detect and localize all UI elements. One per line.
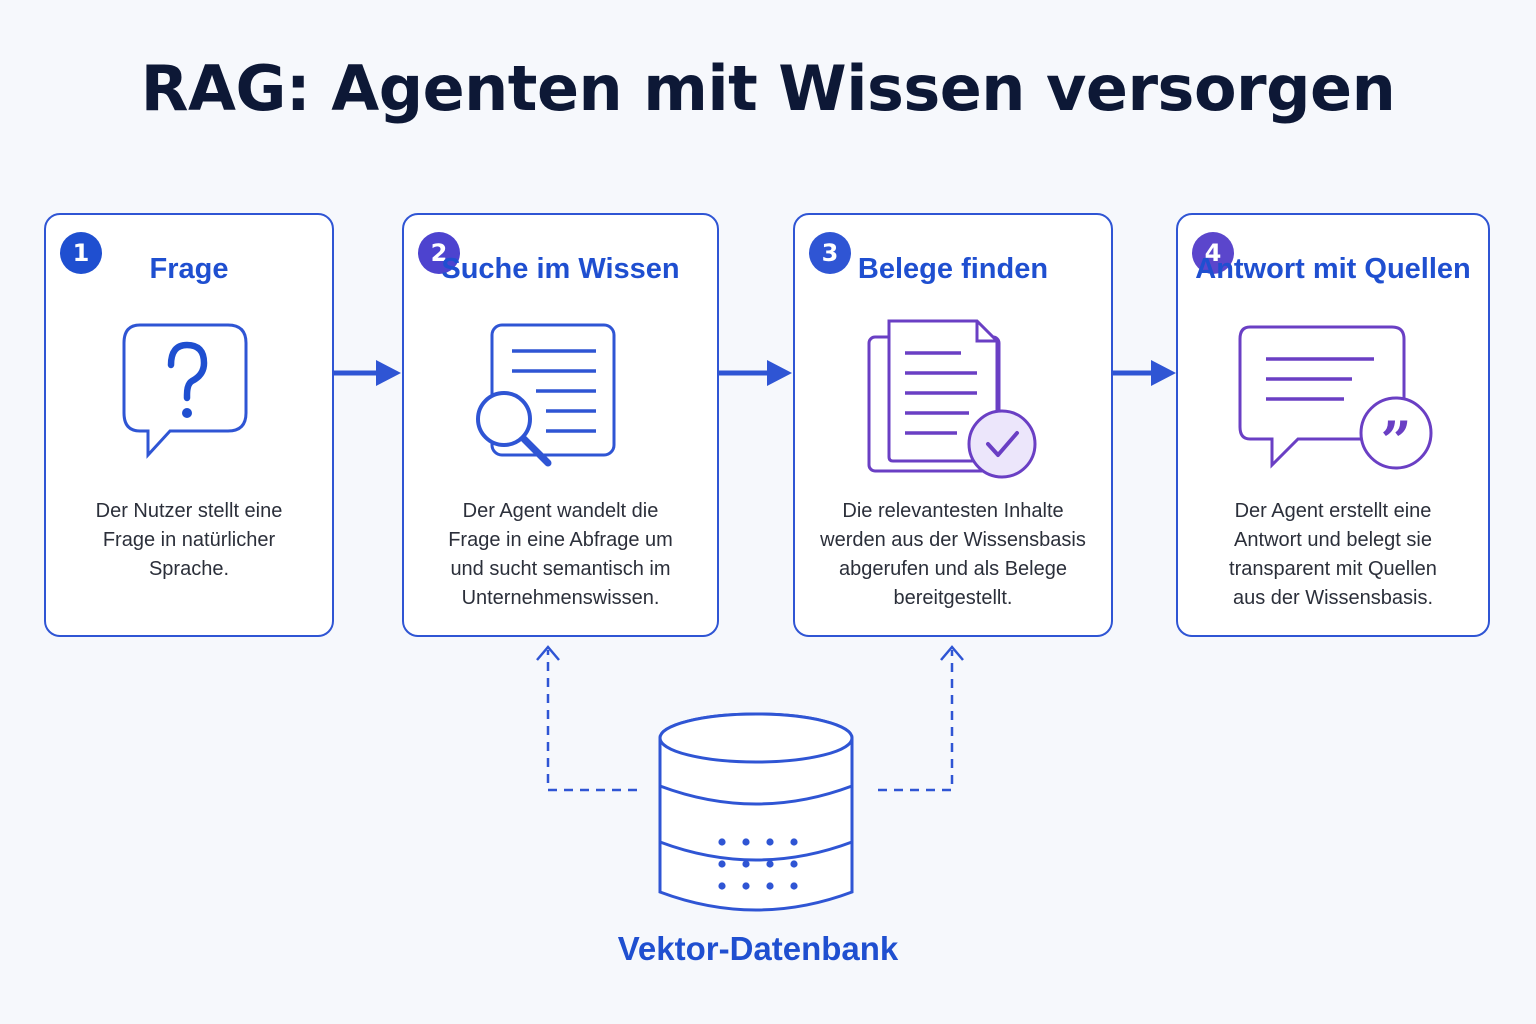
step-description: Der Agent erstellt eine Antwort und bele…	[1229, 500, 1437, 609]
step-description: Der Nutzer stellt eine Frage in natürlic…	[95, 500, 283, 580]
step-title: Antwort mit Quellen	[1195, 253, 1471, 285]
step-title: Belege finden	[857, 253, 1049, 285]
step-number-badge: 4	[1192, 232, 1234, 274]
step-card-antwort-mit-quellen: 4 Antwort mit Quellen ” Der Agent erstel…	[1176, 213, 1490, 637]
step-number-badge: 1	[60, 232, 102, 274]
svg-text:”: ”	[1380, 409, 1411, 473]
document-search-icon	[476, 323, 616, 467]
database-label: Vektor-Datenbank	[617, 930, 899, 967]
step-description: Die relevantesten Inhalte werden aus der…	[820, 500, 1086, 609]
step-card-suche-im-wissen: 2 Suche im Wissen Der Agent wandelt die …	[402, 213, 719, 637]
step-description: Der Agent wandelt die Frage in eine Abfr…	[448, 500, 673, 609]
dashed-connector-db-to-search	[536, 645, 637, 792]
flow-arrow-3-4	[1113, 360, 1176, 386]
documents-check-icon	[867, 319, 1037, 479]
step-number-badge: 3	[809, 232, 851, 274]
database-icon	[658, 712, 854, 912]
page-title: RAG: Agenten mit Wissen versorgen	[140, 52, 1396, 125]
answer-quote-icon: ”	[1238, 325, 1433, 473]
flow-arrow-2-3	[719, 360, 792, 386]
step-card-belege-finden: 3 Belege finden Die relevantesten Inhalt…	[793, 213, 1113, 637]
step-number-badge: 2	[418, 232, 460, 274]
flow-arrow-1-2	[334, 360, 401, 386]
step-card-frage: 1 Frage Der Nutzer stellt eine Frage in …	[44, 213, 334, 637]
question-bubble-icon	[122, 323, 248, 459]
step-title: Suche im Wissen	[441, 253, 680, 285]
step-title: Frage	[149, 253, 229, 285]
dashed-connector-db-to-evidence	[878, 645, 964, 792]
